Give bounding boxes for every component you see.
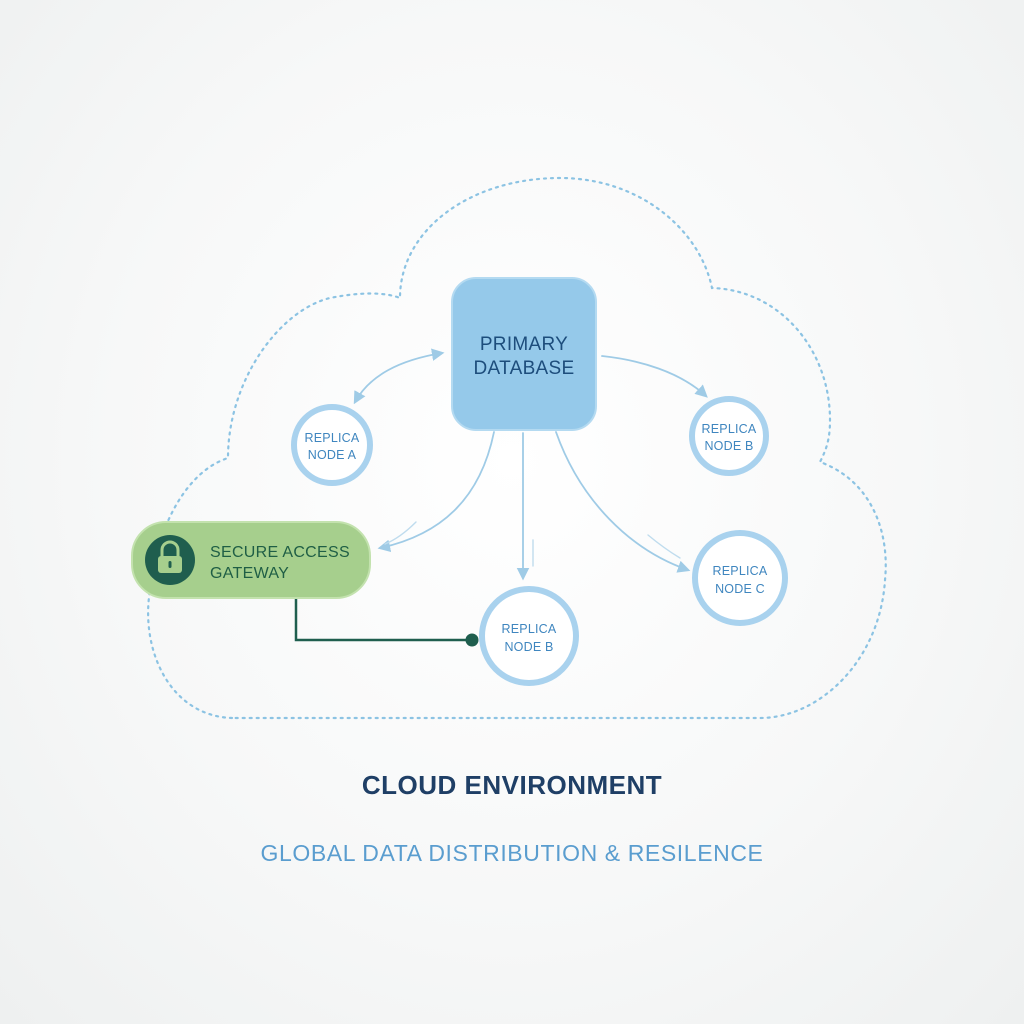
replica-node-b-bottom-label-line2: NODE B bbox=[504, 640, 553, 654]
replica-node-b-top-label-line1: REPLICA bbox=[702, 422, 757, 436]
primary-database-node[interactable]: PRIMARY DATABASE bbox=[451, 277, 597, 431]
flow-arrow-primary-to-replica-a bbox=[353, 348, 445, 405]
flow-arrow-primary-to-replica-b-top bbox=[601, 355, 708, 398]
flow-arrow-primary-to-gateway bbox=[377, 431, 495, 553]
cloud-boundary bbox=[147, 176, 887, 720]
replica-node-b-bottom-label-line1: REPLICA bbox=[502, 622, 557, 636]
replica-node-b-top-label-line2: NODE B bbox=[704, 439, 753, 453]
replica-node-c-label-line1: REPLICA bbox=[713, 564, 768, 578]
replica-node-c[interactable]: REPLICA NODE C bbox=[692, 530, 788, 626]
padlock-icon bbox=[145, 535, 195, 585]
flow-trail-gateway bbox=[384, 521, 417, 545]
flow-trail-replica-c bbox=[647, 534, 681, 559]
replica-node-a[interactable]: REPLICA NODE A bbox=[291, 404, 373, 486]
diagram-subtitle: GLOBAL DATA DISTRIBUTION & RESILENCE bbox=[260, 840, 764, 866]
secure-access-gateway[interactable]: SECURE ACCESS GATEWAY bbox=[131, 521, 371, 599]
primary-database-label-line1: PRIMARY bbox=[480, 334, 568, 355]
gateway-connector-line bbox=[294, 598, 470, 642]
replica-node-b-bottom[interactable]: REPLICA NODE B bbox=[479, 586, 579, 686]
diagram-title: CLOUD ENVIRONMENT bbox=[361, 770, 663, 800]
gateway-connector-dot bbox=[465, 633, 479, 647]
replica-node-a-label-line2: NODE A bbox=[308, 448, 357, 462]
replica-node-a-label-line1: REPLICA bbox=[305, 431, 360, 445]
primary-database-label-line2: DATABASE bbox=[474, 358, 575, 379]
gateway-label-line2: GATEWAY bbox=[210, 565, 289, 582]
replica-node-b-top[interactable]: REPLICA NODE B bbox=[689, 396, 769, 476]
gateway-label-line1: SECURE ACCESS bbox=[210, 544, 350, 561]
replica-node-c-label-line2: NODE C bbox=[715, 582, 765, 596]
flow-arrow-primary-to-replica-c bbox=[555, 431, 691, 573]
